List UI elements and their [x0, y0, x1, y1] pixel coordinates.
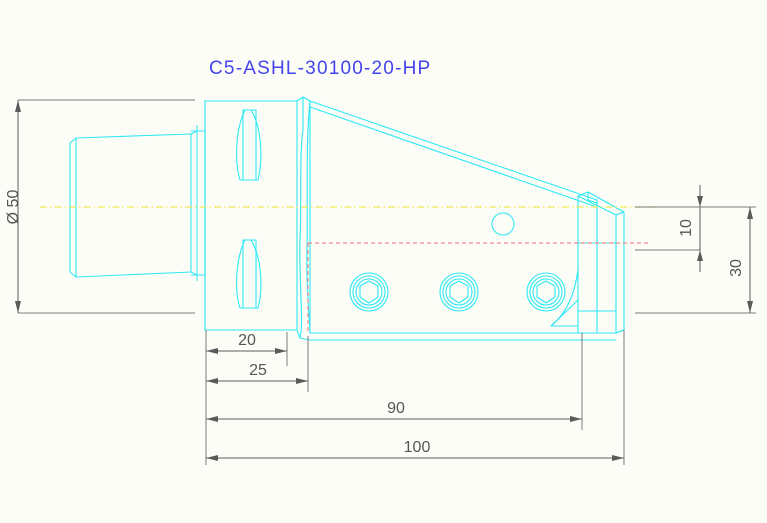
chip-relief-curve: [550, 269, 579, 327]
flange-body-transition: [296, 96, 311, 341]
dimension-label-length-100: 100: [404, 439, 431, 456]
coolant-hole: [491, 212, 515, 236]
dimension-height-10: 10: [635, 185, 716, 272]
dimension-label-length-25: 25: [249, 362, 267, 379]
dimension-length-25: 25: [205, 336, 309, 392]
hidden-lines: [307, 242, 650, 333]
coupling-slot-lower: [236, 239, 262, 309]
body-bottom-corner: [615, 329, 625, 334]
capto-taper-shank: [69, 130, 198, 278]
part-geometry: [69, 96, 625, 341]
dimension-diameter-50: Ø 50: [5, 99, 195, 314]
dimension-label-height-30: 30: [728, 259, 745, 277]
dimension-height-30: 30: [635, 206, 756, 314]
dimension-label-diameter-50: Ø 50: [5, 190, 22, 225]
dimension-length-90: 90: [205, 333, 583, 430]
part-number-title: C5-ASHL-30100-20-HP: [209, 58, 431, 79]
dimension-length-100: 100: [205, 330, 625, 465]
shank-collar: [190, 125, 206, 281]
clamp-screw-2: [439, 272, 479, 312]
dimension-length-20: 20: [205, 330, 288, 366]
coupling-flange: [204, 100, 298, 331]
clamp-screw-3: [526, 272, 566, 312]
dimension-label-length-20: 20: [238, 332, 256, 349]
dimension-label-height-10: 10: [678, 219, 695, 237]
head-block: [577, 191, 625, 334]
coupling-slot-upper: [236, 109, 262, 181]
clamp-screw-1: [349, 272, 389, 312]
dimension-label-length-90: 90: [387, 400, 405, 417]
